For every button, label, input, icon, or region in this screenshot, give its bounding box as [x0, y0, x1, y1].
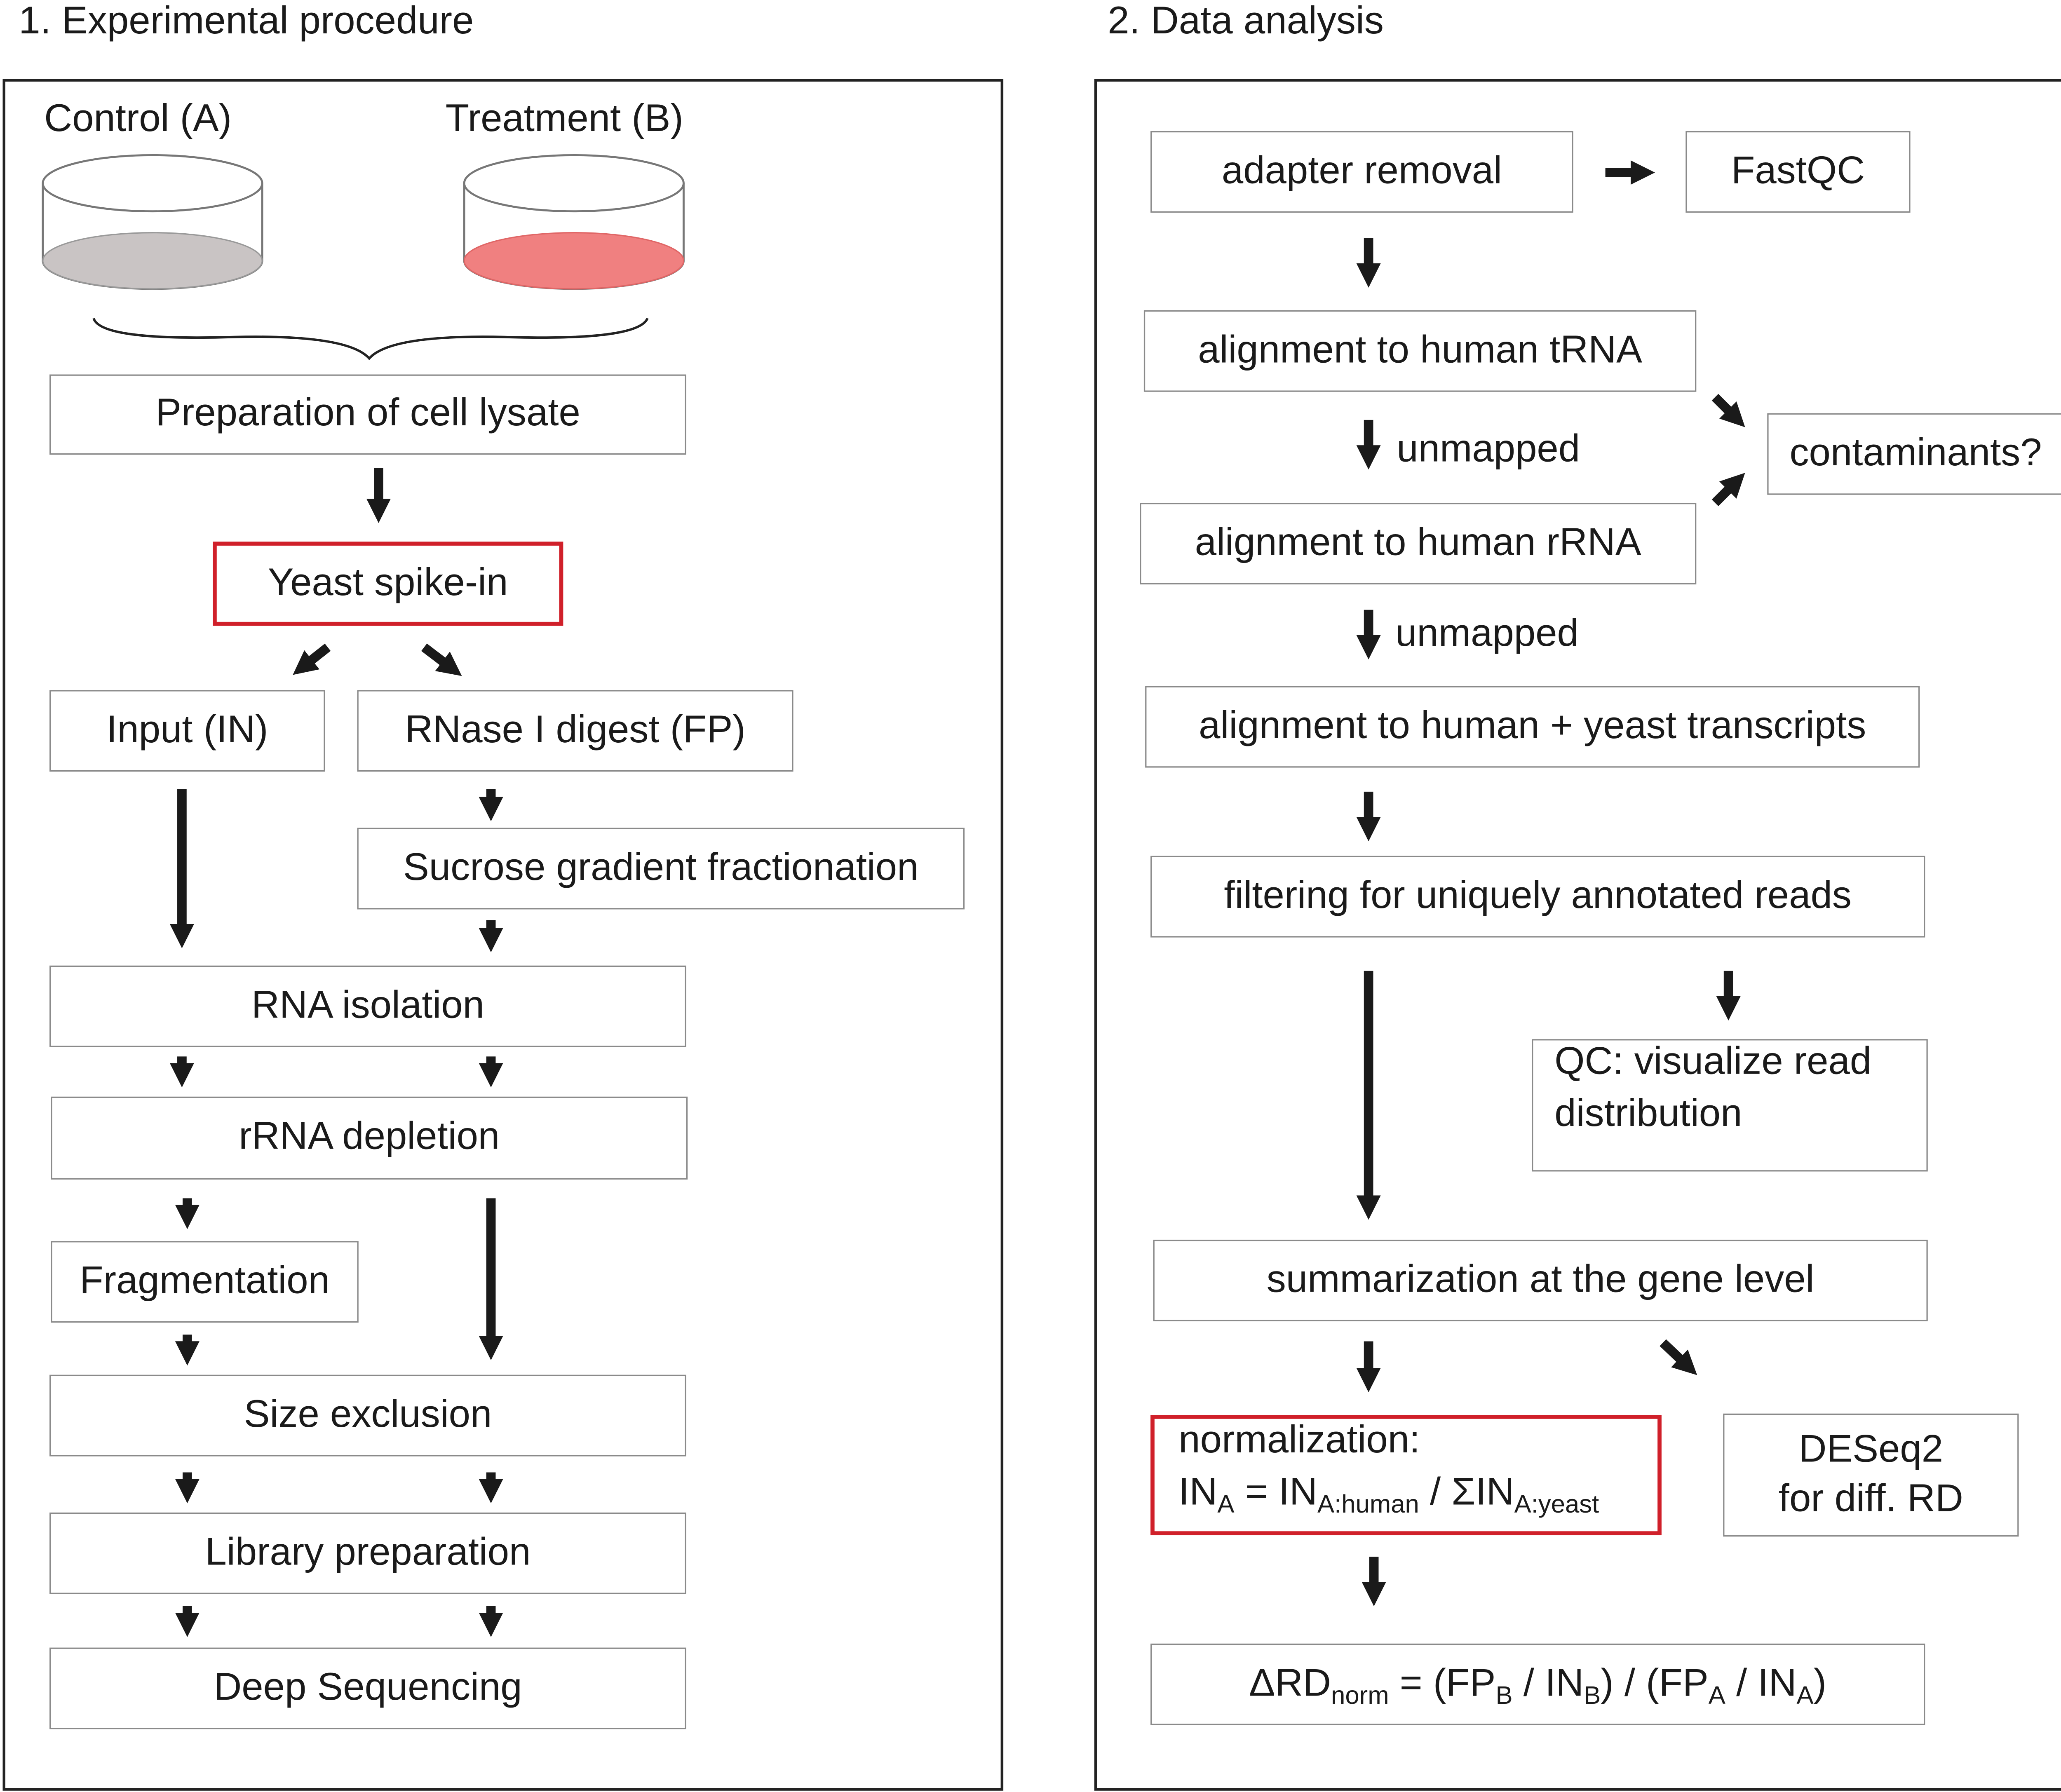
delta-rd: ΔRD [1249, 1662, 1331, 1705]
box-rna-isolation-label: RNA isolation [251, 984, 485, 1027]
box-fastqc-label: FastQC [1731, 149, 1865, 192]
delta-end: ) [1813, 1662, 1827, 1705]
box-fragmentation-label: Fragmentation [80, 1260, 330, 1302]
box-summarization: summarization at the gene level [1153, 1239, 1928, 1321]
fpb-sub: B [1495, 1682, 1513, 1710]
box-deep-sequencing: Deep Sequencing [49, 1647, 686, 1729]
box-deseq2-line2: for diff. RD [1778, 1478, 1963, 1521]
delta-mid2: ) / (FP [1601, 1662, 1709, 1705]
box-rna-isolation: RNA isolation [49, 965, 686, 1047]
data-analysis-title: 2. Data analysis [1108, 0, 1384, 43]
norm-yeast-sub: A:yeast [1514, 1492, 1599, 1520]
box-align-rrna: alignment to human rRNA [1140, 503, 1697, 584]
box-yeast-spike-in: Yeast spike-in [213, 542, 563, 626]
box-qc-read-distribution: QC: visualize read distribution [1532, 1039, 1928, 1172]
box-contaminants-label: contaminants? [1789, 432, 2042, 475]
arrow-icon [1711, 394, 1745, 427]
box-adapter-removal: adapter removal [1150, 131, 1573, 213]
box-cell-lysate-label: Preparation of cell lysate [155, 392, 580, 435]
treatment-label: Treatment (B) [445, 97, 683, 141]
unmapped-label-2: unmapped [1395, 612, 1579, 655]
normalization-title: normalization: [1178, 1419, 1420, 1462]
box-align-transcripts-label: alignment to human + yeast transcripts [1199, 704, 1866, 748]
box-fragmentation: Fragmentation [51, 1241, 359, 1323]
box-deseq2-line1: DESeq2 [1798, 1428, 1944, 1471]
box-deep-sequencing-label: Deep Sequencing [214, 1666, 522, 1709]
norm-div: / ΣIN [1419, 1471, 1514, 1515]
box-align-trna-label: alignment to human tRNA [1198, 328, 1642, 372]
right-arrows [1356, 160, 1745, 1607]
arrow-icon [1660, 1339, 1697, 1375]
box-qc-line1: QC: visualize read [1554, 1040, 1872, 1084]
box-size-exclusion-label: Size exclusion [244, 1393, 492, 1436]
box-size-exclusion: Size exclusion [49, 1374, 686, 1457]
norm-in-sub: A [1217, 1492, 1235, 1520]
box-adapter-removal-label: adapter removal [1221, 149, 1502, 192]
norm-eq: = IN [1234, 1471, 1318, 1515]
left-arrows [169, 468, 503, 1637]
box-filtering-label: filtering for uniquely annotated reads [1224, 874, 1852, 917]
treatment-dish-icon [463, 154, 685, 290]
box-rnase-digest: RNase I digest (FP) [357, 690, 793, 772]
control-label: Control (A) [44, 97, 232, 141]
box-rrna-depletion-label: rRNA depletion [239, 1116, 500, 1159]
normalization-formula: INA = INA:human / ΣINA:yeast [1178, 1471, 1599, 1518]
box-sucrose-gradient-label: Sucrose gradient fractionation [403, 846, 919, 889]
box-align-rrna-label: alignment to human rRNA [1195, 521, 1641, 564]
norm-human-sub: A:human [1317, 1492, 1419, 1520]
box-library-preparation-label: Library preparation [205, 1531, 531, 1574]
box-sucrose-gradient: Sucrose gradient fractionation [357, 828, 965, 910]
box-normalization: normalization: INA = INA:human / ΣINA:ye… [1150, 1414, 1662, 1536]
box-delta-rd: ΔRDnorm = (FPB / INB) / (FPA / INA) [1150, 1643, 1925, 1725]
arrow-icon [421, 643, 462, 676]
experimental-procedure-title: 1. Experimental procedure [19, 0, 474, 43]
arrow-icon [1711, 473, 1745, 507]
box-cell-lysate: Preparation of cell lysate [49, 374, 686, 455]
box-library-preparation: Library preparation [49, 1512, 686, 1594]
delta-rd-sub: norm [1331, 1682, 1389, 1710]
box-summarization-label: summarization at the gene level [1266, 1258, 1815, 1301]
control-dish-icon [42, 154, 263, 290]
delta-mid3: / IN [1725, 1662, 1797, 1705]
box-input-label: Input (IN) [106, 708, 268, 752]
box-align-trna: alignment to human tRNA [1143, 310, 1697, 392]
box-input: Input (IN) [49, 690, 325, 772]
box-qc-line2: distribution [1554, 1093, 1742, 1136]
delta-rd-formula: ΔRDnorm = (FPB / INB) / (FPA / INA) [1249, 1662, 1827, 1710]
unmapped-label-1: unmapped [1397, 428, 1580, 471]
box-rrna-depletion: rRNA depletion [51, 1096, 688, 1180]
box-align-transcripts: alignment to human + yeast transcripts [1145, 686, 1920, 768]
box-deseq2: DESeq2 for diff. RD [1723, 1413, 2019, 1537]
ina-sub: A [1796, 1682, 1814, 1710]
arrow-icon [293, 643, 331, 675]
fpa-sub: A [1708, 1682, 1725, 1710]
box-contaminants: contaminants? [1767, 413, 2061, 495]
norm-in: IN [1178, 1471, 1218, 1515]
box-fastqc: FastQC [1685, 131, 1911, 213]
box-rnase-digest-label: RNase I digest (FP) [405, 708, 746, 752]
inb-sub: B [1584, 1682, 1601, 1710]
box-filtering: filtering for uniquely annotated reads [1150, 856, 1925, 938]
delta-eq: = (FP [1389, 1662, 1496, 1705]
box-yeast-spike-in-label: Yeast spike-in [268, 561, 508, 605]
brace-icon [92, 317, 649, 360]
delta-mid1: / IN [1512, 1662, 1584, 1705]
